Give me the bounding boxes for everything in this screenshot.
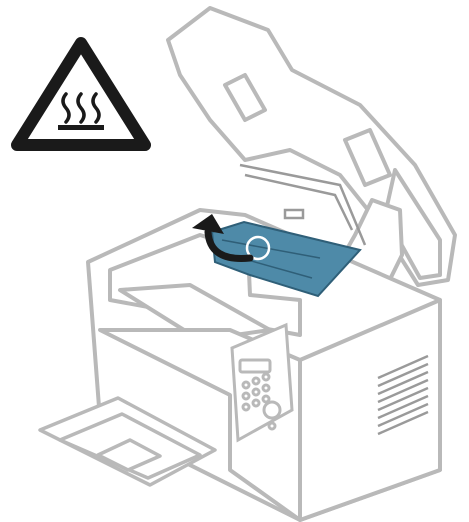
hot-surface-warning-icon [17,43,145,145]
